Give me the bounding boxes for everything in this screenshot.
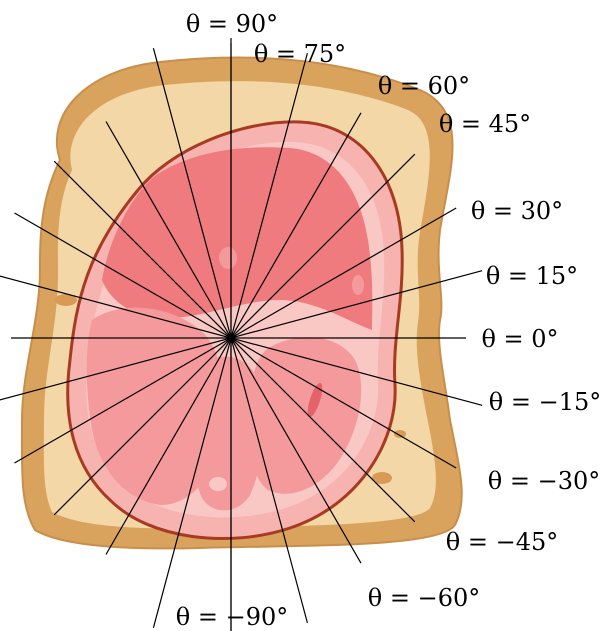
bread-hole [394,430,406,438]
angle-ray [105,121,362,564]
angle-label: θ = −45° [446,528,558,556]
angle-label: θ = 0° [481,325,558,353]
angle-label: θ = 15° [486,262,578,290]
angle-label: θ = 60° [378,72,470,100]
angle-ray [0,270,483,401]
angle-label: θ = 45° [439,110,531,138]
angle-label: θ = 75° [254,40,346,68]
ham-highlight [219,247,237,269]
ham-highlight [307,382,323,418]
angle-ray [14,207,457,464]
angle-rays [0,38,483,631]
angle-label: θ = −60° [368,584,480,612]
angle-label: θ = −15° [489,388,601,416]
angle-label: θ = 90° [186,10,278,38]
ham-highlight [352,275,364,295]
angle-ray [14,212,457,469]
angle-ray [53,153,416,516]
angle-label: θ = −90° [176,603,288,631]
ham-meat-lower-right [249,337,362,494]
angle-label: θ = 30° [471,197,563,225]
angle-labels: θ = 90°θ = 75° θ = 60° θ = 45° θ = 30° θ = 1… [176,10,601,631]
bread-hole [372,472,392,484]
ham-meat-lower-left [86,307,224,505]
ham-highlight [209,477,227,491]
bread-hole [55,294,77,306]
angle-ray [53,160,416,523]
angle-ray [105,112,362,555]
ham-meat-upper [102,147,373,330]
angle-label: θ = −30° [488,467,600,495]
angle-ray [0,275,483,406]
